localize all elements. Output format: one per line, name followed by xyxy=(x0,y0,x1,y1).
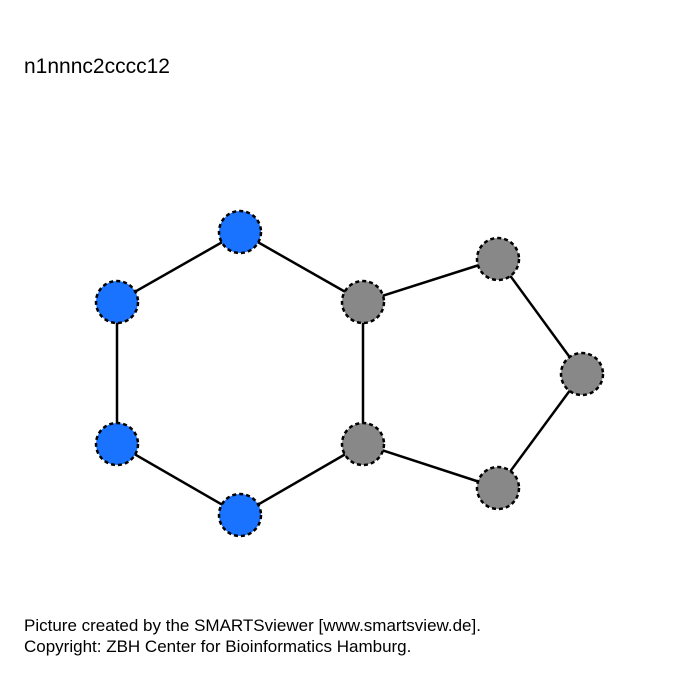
atom-n2 xyxy=(94,279,140,325)
atom-c9 xyxy=(340,279,386,325)
smarts-pattern-title: n1nnnc2cccc12 xyxy=(24,55,170,78)
footer-copyright: Copyright: ZBH Center for Bioinformatics… xyxy=(24,637,412,656)
bond-c9-c8 xyxy=(362,257,499,304)
bond-c7-c6 xyxy=(496,373,584,489)
atom-n4 xyxy=(217,492,263,538)
footer: Picture created by the SMARTSviewer [www… xyxy=(24,615,481,657)
bond-n4-c5 xyxy=(239,442,364,517)
bond-n1-n2 xyxy=(116,230,241,304)
bond-c6-c5 xyxy=(362,442,499,490)
bond-n3-n4 xyxy=(116,442,241,517)
atoms xyxy=(94,209,605,538)
atom-c7 xyxy=(559,351,605,397)
atom-n3 xyxy=(94,421,140,467)
atom-c5 xyxy=(340,421,386,467)
bonds xyxy=(115,230,584,517)
atom-c6 xyxy=(475,465,521,511)
footer-credit: Picture created by the SMARTSviewer [www… xyxy=(24,616,481,635)
atom-n1 xyxy=(217,209,263,255)
bond-c8-c7 xyxy=(496,258,584,375)
atom-c8 xyxy=(475,236,521,282)
bond-c9-n1 xyxy=(239,230,364,304)
